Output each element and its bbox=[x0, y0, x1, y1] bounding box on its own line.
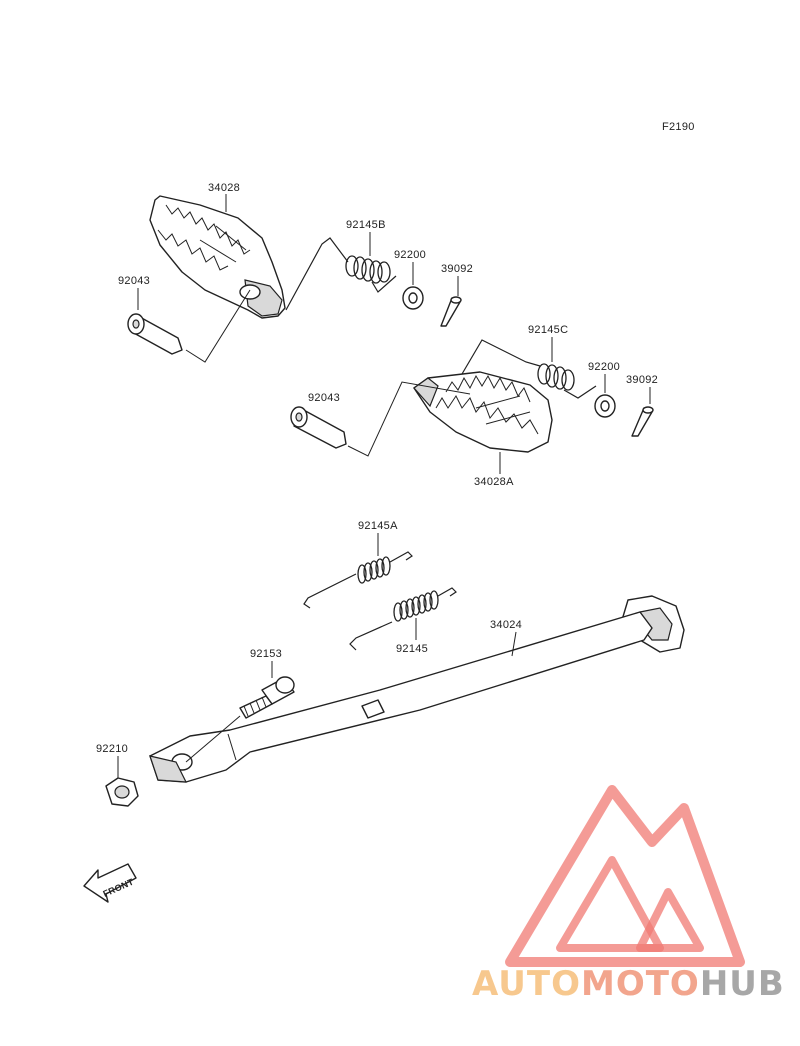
figure-code: F2190 bbox=[662, 121, 695, 133]
label-39092-right: 39092 bbox=[626, 374, 658, 386]
label-34028A: 34028A bbox=[474, 476, 514, 488]
pin-right bbox=[290, 406, 347, 449]
nut bbox=[105, 777, 139, 807]
spring-left bbox=[285, 237, 397, 311]
label-92145: 92145 bbox=[396, 643, 428, 655]
label-39092-left: 39092 bbox=[441, 263, 473, 275]
label-92043-left: 92043 bbox=[118, 275, 150, 287]
spring-right bbox=[461, 339, 597, 399]
watermark-logo bbox=[505, 785, 745, 967]
label-92153: 92153 bbox=[250, 648, 282, 660]
cotter-right bbox=[631, 406, 654, 437]
front-arrow: FRONT bbox=[83, 863, 137, 903]
bolt bbox=[239, 676, 295, 719]
pin-left bbox=[127, 313, 183, 355]
watermark-moto: MOTO bbox=[581, 964, 700, 1004]
cotter-left bbox=[440, 296, 462, 327]
washer-right bbox=[594, 394, 616, 418]
watermark-auto: AUTO bbox=[472, 964, 581, 1004]
label-92210: 92210 bbox=[96, 743, 128, 755]
footpeg-left bbox=[149, 195, 286, 319]
footpeg-right bbox=[413, 371, 553, 453]
stand-spring-a bbox=[303, 551, 413, 609]
label-34024: 34024 bbox=[490, 619, 522, 631]
label-92200-left: 92200 bbox=[394, 249, 426, 261]
label-92145C: 92145C bbox=[528, 324, 568, 336]
label-92145A: 92145A bbox=[358, 520, 398, 532]
watermark-text: AUTOMOTOHUB bbox=[472, 964, 785, 1004]
stand-spring bbox=[349, 587, 457, 651]
label-92145B: 92145B bbox=[346, 219, 386, 231]
label-92200-right: 92200 bbox=[588, 361, 620, 373]
label-92043-right: 92043 bbox=[308, 392, 340, 404]
watermark-hub: HUB bbox=[700, 964, 785, 1004]
washer-left bbox=[402, 286, 424, 310]
side-stand bbox=[149, 595, 685, 783]
label-34028: 34028 bbox=[208, 182, 240, 194]
